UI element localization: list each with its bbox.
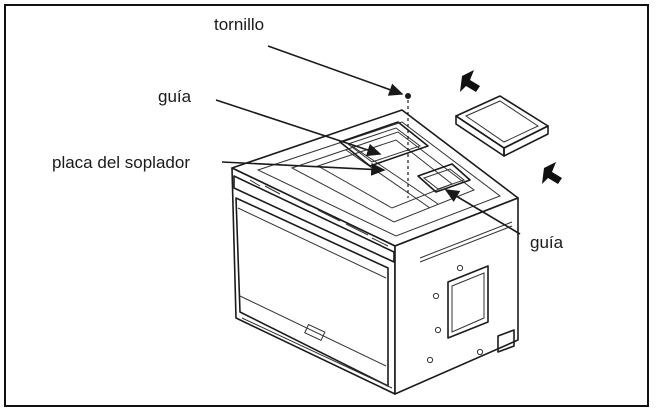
- door-handle: [304, 323, 326, 341]
- arrow-top-icon: [460, 70, 480, 92]
- leader-guia-top: [215, 99, 382, 157]
- leader-lines: [215, 45, 521, 235]
- leader-guia-bottom: [444, 189, 521, 235]
- blower-plate: [455, 95, 549, 157]
- side-rail: [419, 221, 513, 259]
- leader-placa: [221, 161, 386, 176]
- blower-opening: [339, 121, 429, 167]
- side-face: [394, 197, 519, 395]
- guide-opening: [417, 163, 471, 193]
- direction-arrows: [460, 70, 562, 184]
- screw: [405, 93, 411, 198]
- control-panel: [233, 175, 395, 263]
- label-tornillo: tornillo: [214, 15, 264, 34]
- arrow-bottom-icon: [542, 162, 562, 184]
- label-guia-bottom: guía: [530, 233, 564, 252]
- side-vent: [497, 329, 515, 353]
- label-placa: placa del soplador: [52, 153, 190, 172]
- leader-tornillo: [267, 45, 404, 96]
- side-cutout: [447, 265, 489, 339]
- label-guia-top: guía: [158, 87, 192, 106]
- microwave-body: [231, 109, 519, 395]
